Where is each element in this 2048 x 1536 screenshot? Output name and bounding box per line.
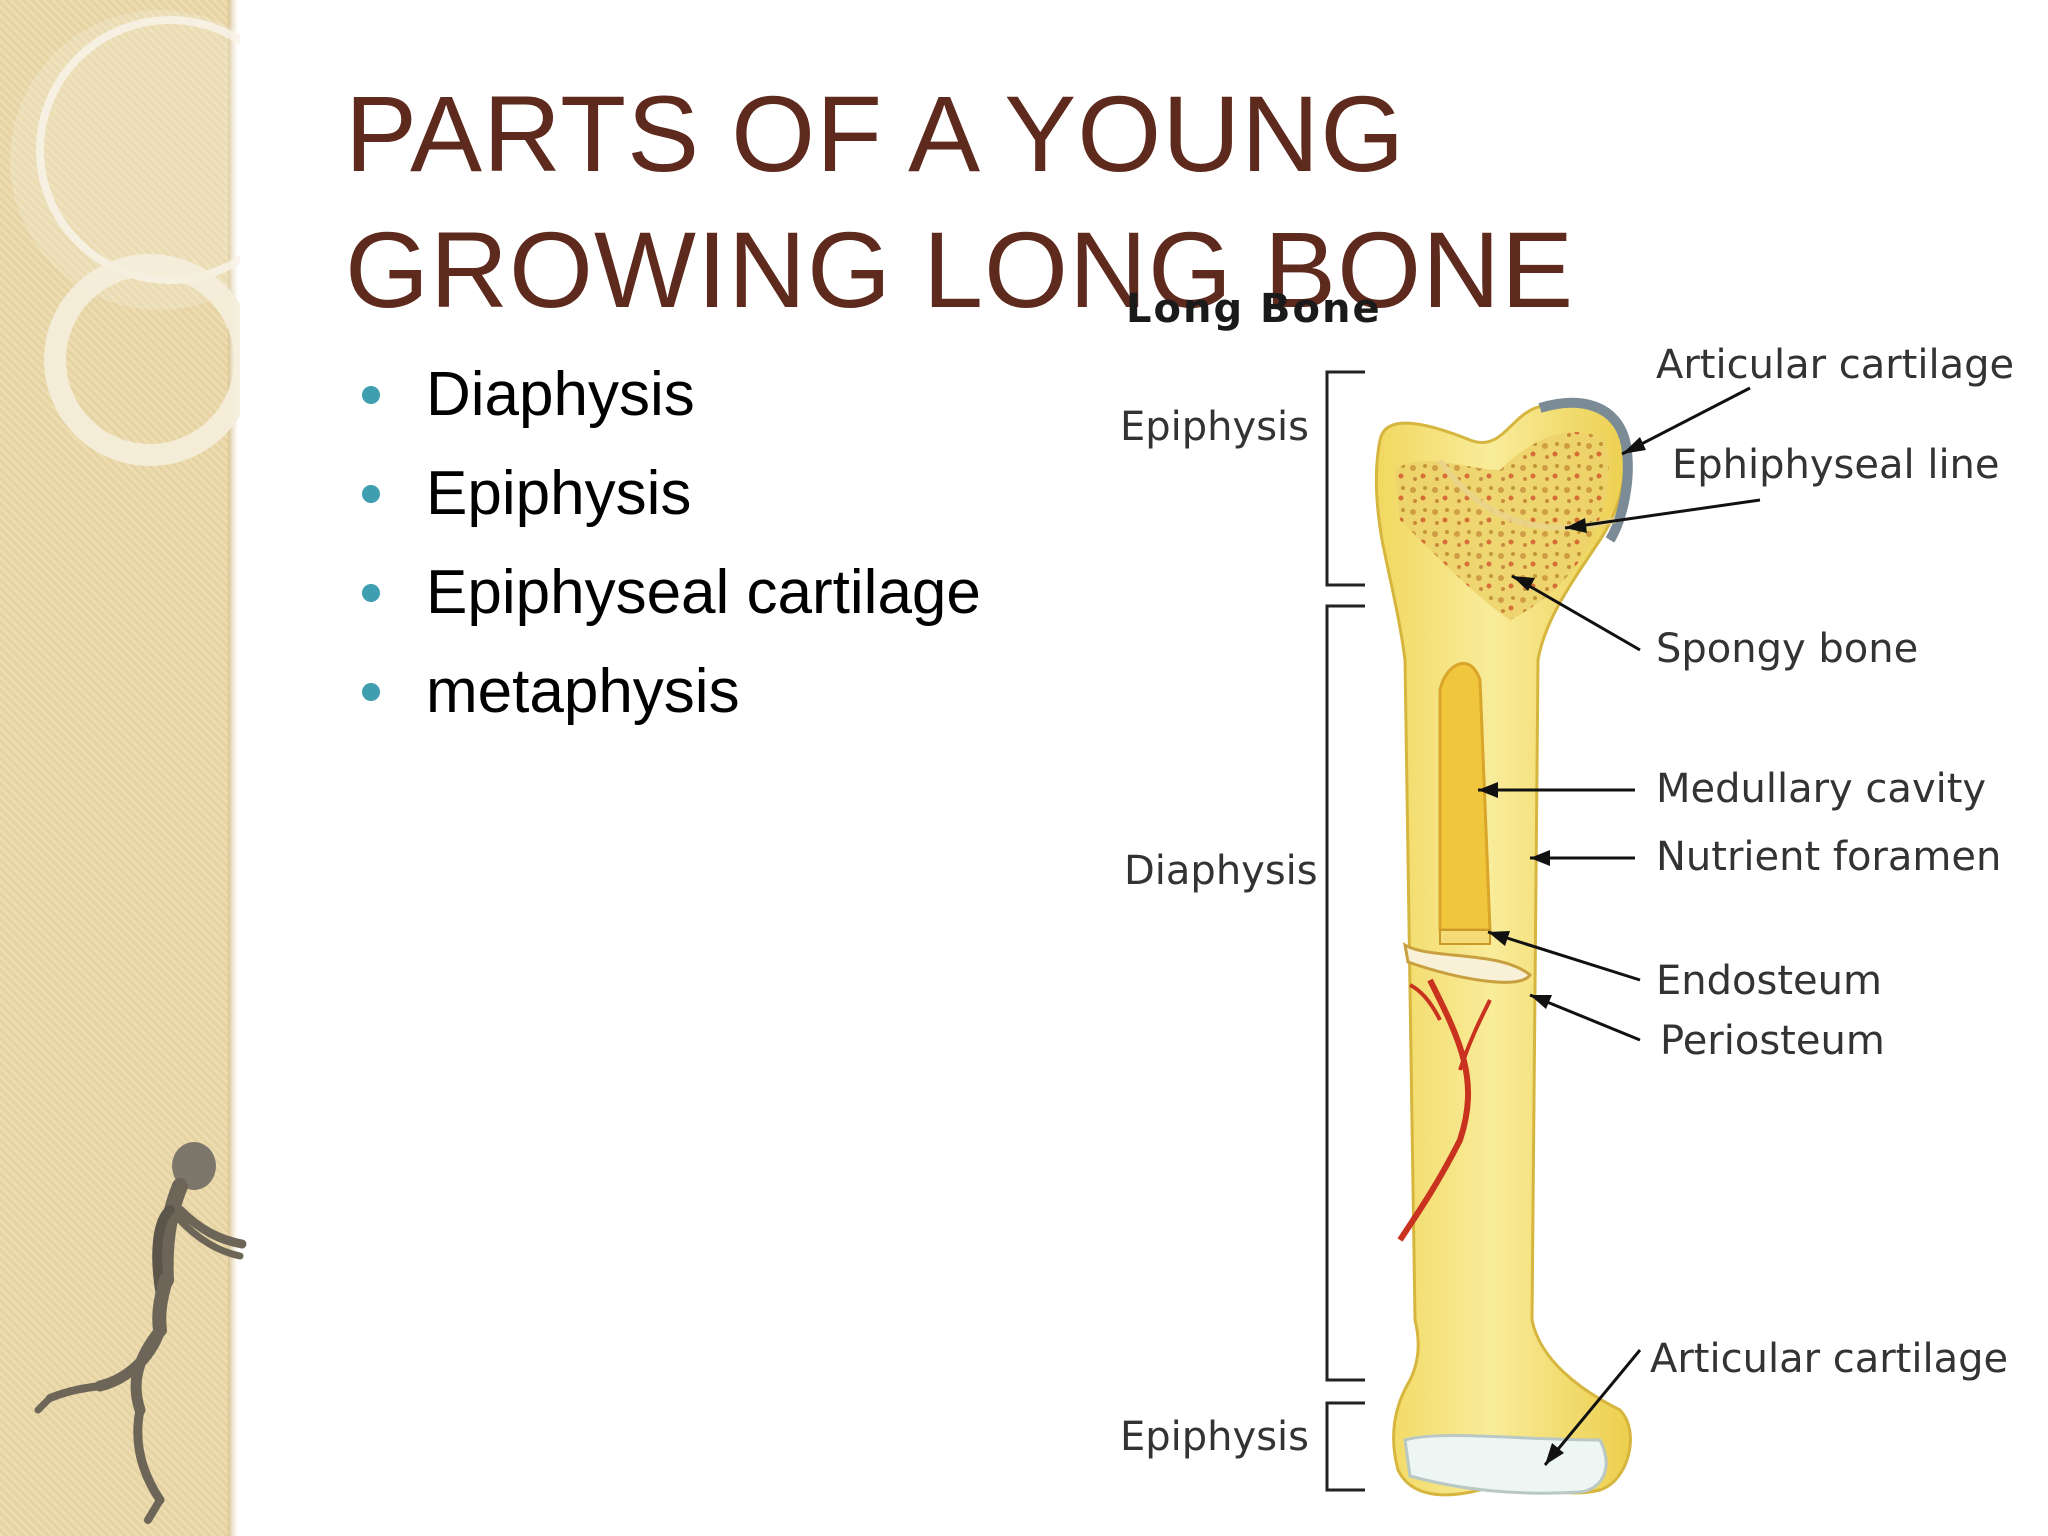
slide-title-line-2: GROWING LONG BONE: [345, 209, 1575, 330]
region-brackets: [1325, 370, 1365, 1492]
label-articular-cartilage-bottom: Articular cartilage: [1650, 1336, 2009, 1382]
nutrient-vessel: [1397, 978, 1472, 1242]
running-skeleton-image: [34, 1142, 247, 1524]
bullet-dot-icon: [362, 584, 380, 602]
bullet-item: Epiphyseal cartilage: [360, 550, 981, 649]
articular-cartilage-cap-top: [1538, 397, 1633, 543]
label-medullary-cavity: Medullary cavity: [1656, 766, 1987, 812]
bullet-text: Diaphysis: [426, 360, 695, 429]
slide-title-line-1: PARTS OF A YOUNG: [345, 73, 1406, 194]
bone-cross-section-cut: [1402, 942, 1532, 984]
bullet-text: Epiphysis: [426, 459, 692, 528]
label-spongy-bone: Spongy bone: [1656, 626, 1919, 672]
bullet-text: metaphysis: [426, 657, 740, 726]
label-articular-cartilage-top: Articular cartilage: [1656, 342, 2015, 388]
decorative-side-band: [0, 0, 228, 1536]
label-epiphysis-top: Epiphysis: [1120, 404, 1309, 450]
diagram-title: Long Bone: [1126, 286, 1382, 332]
bullet-dot-icon: [362, 683, 380, 701]
leader-lines: [1478, 386, 1761, 1466]
label-epiphysis-bottom: Epiphysis: [1120, 1414, 1309, 1460]
decorative-circles: [10, 10, 240, 466]
label-diaphysis: Diaphysis: [1124, 848, 1318, 894]
bullet-item: metaphysis: [360, 649, 981, 748]
side-band-edge: [228, 0, 238, 1536]
bullet-text: Epiphyseal cartilage: [426, 558, 981, 627]
bullet-list: Diaphysis Epiphysis Epiphyseal cartilage…: [360, 352, 981, 748]
spongy-bone-region: [1395, 431, 1609, 620]
slide-title: PARTS OF A YOUNG GROWING LONG BONE: [345, 66, 1645, 338]
label-epiphyseal-line: Ephiphyseal line: [1672, 442, 2000, 488]
label-nutrient-foramen: Nutrient foramen: [1656, 834, 2002, 880]
bullet-dot-icon: [362, 386, 380, 404]
bullet-dot-icon: [362, 485, 380, 503]
leader-arrowheads: [1478, 437, 1646, 1465]
label-periosteum: Periosteum: [1660, 1018, 1885, 1064]
label-endosteum: Endosteum: [1656, 958, 1882, 1004]
bullet-item: Epiphysis: [360, 451, 981, 550]
medullary-cavity: [1438, 661, 1492, 932]
bullet-item: Diaphysis: [360, 352, 981, 451]
